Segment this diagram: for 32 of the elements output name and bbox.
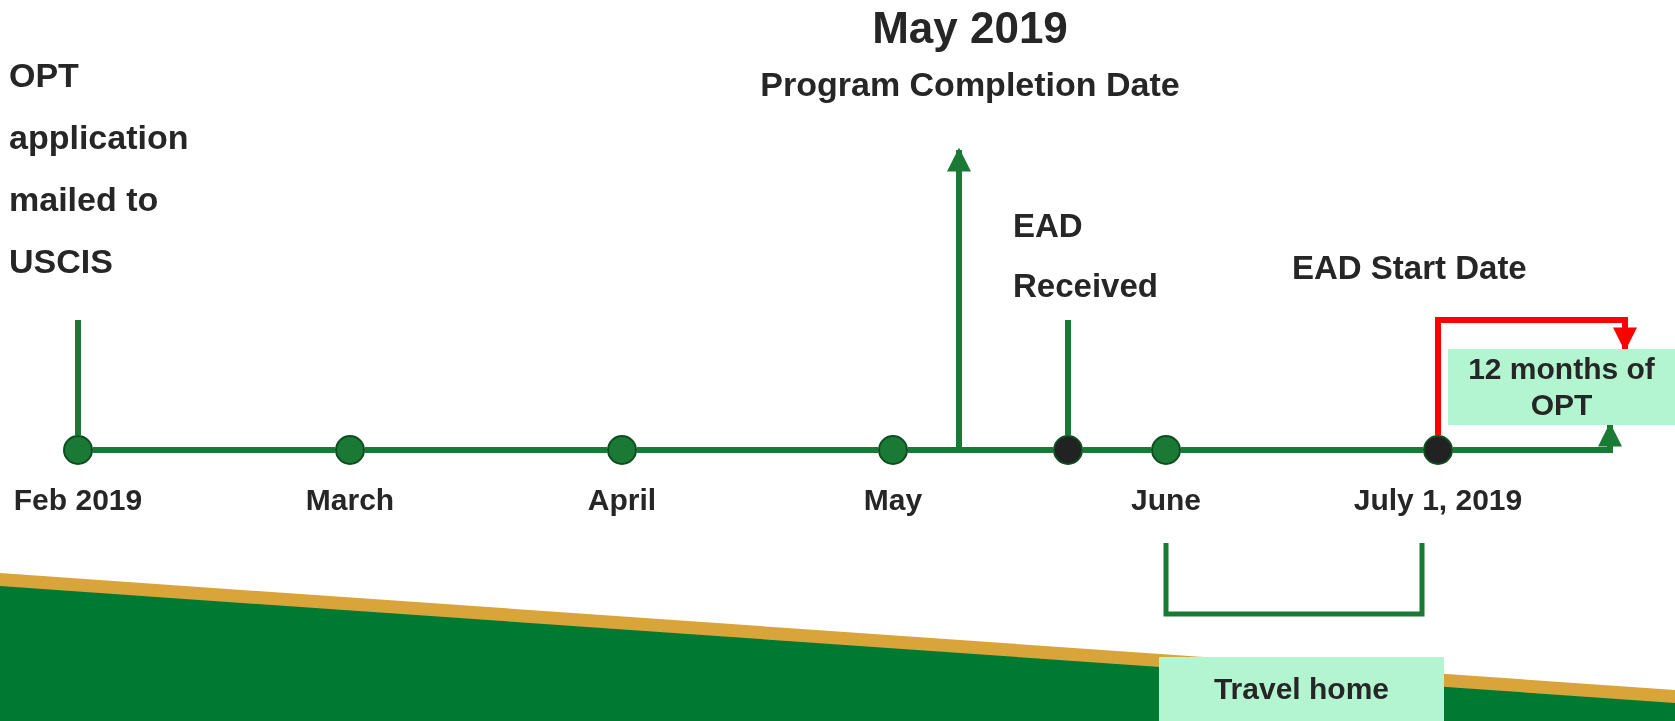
arrow [1435,317,1637,435]
date-label: July 1, 2019 [1353,483,1523,516]
timeline-dot [1151,435,1181,465]
date-label: May [863,483,923,516]
note-text: 12 months of OPT [1467,351,1656,423]
date-label: June [1131,483,1201,516]
event-title: Program Completion Date [759,64,1181,105]
date-label: March [305,483,395,516]
event-text: EAD Received [1013,206,1159,306]
arrow [947,147,971,450]
timeline-dot [335,435,365,465]
timeline-dot [63,435,93,465]
timeline-line [365,447,607,453]
leader-line [1065,320,1071,435]
event-text: EAD Start Date [1292,249,1527,286]
note-box [1448,349,1675,425]
timeline-line [93,447,335,453]
event-date: May 2019 [871,2,1069,54]
timeline-line [908,447,1053,453]
timeline-dot [878,435,908,465]
date-label: April [587,483,657,516]
leader-line [75,320,81,435]
timeline-dot [1053,435,1083,465]
note-text: Travel home [1213,671,1390,707]
timeline-line [637,447,878,453]
date-label: Feb 2019 [13,483,143,516]
timeline-line [1083,447,1151,453]
note-box [1159,657,1444,721]
timeline-dot [1423,435,1453,465]
timeline-line [1181,447,1423,453]
timeline-dot [607,435,637,465]
event-text: OPT application mailed to USCIS [9,55,190,282]
